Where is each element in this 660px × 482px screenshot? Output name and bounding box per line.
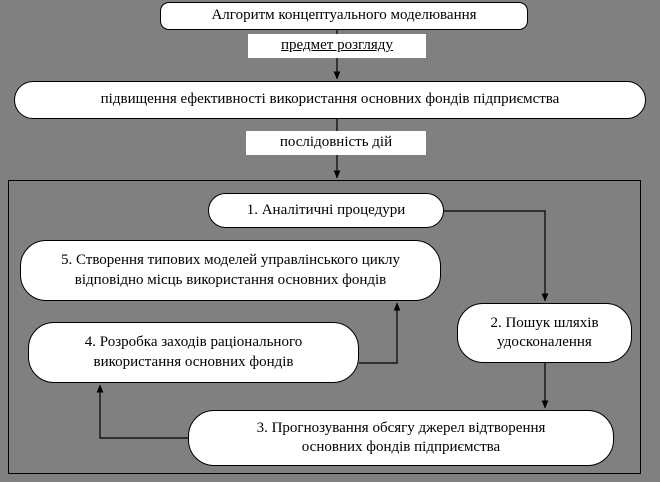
node-step-4[interactable]: 4. Розробка заходів раціонального викори…	[28, 322, 359, 383]
node-step-5-line-1: 5. Створення типових моделей управлінськ…	[60, 252, 401, 268]
node-step-3-line-1: 3. Прогнозування обсягу джерел відтворен…	[256, 419, 546, 436]
node-step-4-line-2: використання основних фондів	[93, 353, 294, 370]
node-step-5-line-2: відповідно місць використання основних ф…	[74, 271, 387, 288]
node-step-4-line-1: 4. Розробка заходів раціонального	[84, 334, 303, 350]
label-subject-of-review-text: предмет розгляду	[281, 37, 393, 54]
node-step-3-line-2: основних фондів підприємства	[301, 439, 501, 455]
node-step-3[interactable]: 3. Прогнозування обсягу джерел відтворен…	[188, 410, 614, 466]
node-goal-efficiency-text: підвищення ефективності використання осн…	[100, 91, 560, 108]
label-subject-of-review: предмет розгляду	[248, 34, 426, 58]
node-step-1-line-1: 1. Аналітичні процедури	[246, 201, 406, 218]
steps-group-frame	[8, 180, 641, 474]
node-step-2-line-1: 2. Пошук шляхів	[490, 314, 599, 331]
node-step-2-line-2: удосконалення	[497, 334, 592, 350]
node-goal-efficiency[interactable]: підвищення ефективності використання осн…	[14, 81, 646, 119]
label-sequence-of-actions: послідовність дій	[246, 131, 426, 155]
node-algorithm-title-text: Алгоритм концептуального моделювання	[211, 7, 477, 24]
node-step-5[interactable]: 5. Створення типових моделей управлінськ…	[20, 240, 441, 301]
node-step-1[interactable]: 1. Аналітичні процедури	[208, 193, 444, 228]
label-sequence-of-actions-text: послідовність дій	[279, 134, 393, 151]
node-algorithm-title[interactable]: Алгоритм концептуального моделювання	[160, 2, 528, 30]
node-step-2[interactable]: 2. Пошук шляхів удосконалення	[457, 303, 632, 363]
